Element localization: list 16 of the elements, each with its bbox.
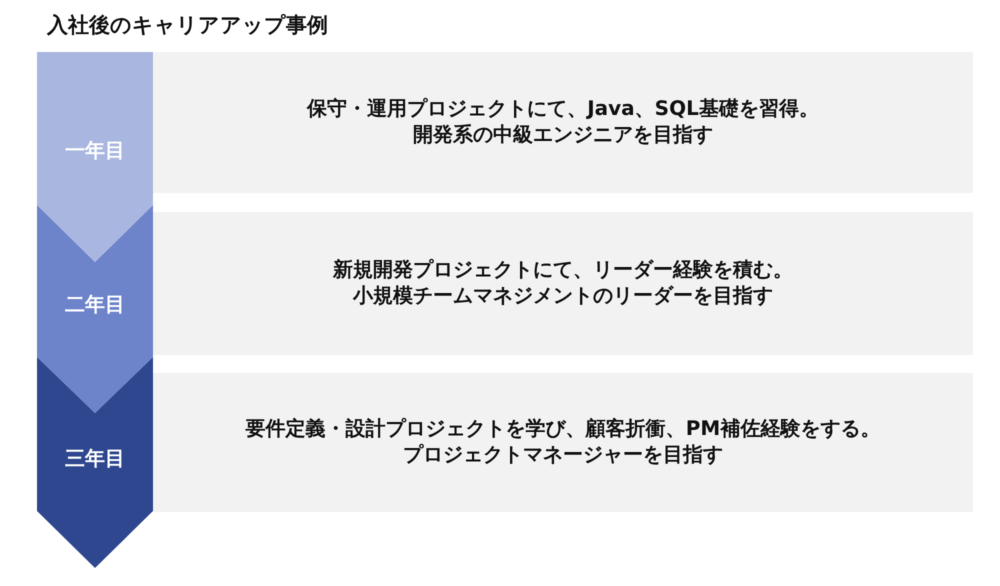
description-text: 小規模チームマネジメントのリーダーを目指す xyxy=(353,282,773,308)
description-panel xyxy=(153,52,973,193)
description-text: 開発系の中級エンジニアを目指す xyxy=(413,120,713,146)
description-panel xyxy=(153,373,973,512)
year-label: 三年目 xyxy=(65,446,125,470)
year-label: 二年目 xyxy=(65,292,125,316)
description-text: 保守・運用プロジェクトにて、Java、SQL基礎を習得。 xyxy=(307,94,819,120)
description-panel xyxy=(153,212,973,355)
chevron-arrowhead xyxy=(37,205,153,262)
description-text: プロジェクトマネージャーを目指す xyxy=(403,440,723,466)
description-text: 新規開発プロジェクトにて、リーダー経験を積む。 xyxy=(333,256,793,282)
year-label: 一年目 xyxy=(65,138,125,162)
chevron-arrowhead xyxy=(37,357,153,413)
diagram-title: 入社後のキャリアアップ事例 xyxy=(47,12,328,39)
chevron-arrowhead xyxy=(37,511,153,568)
description-text: 要件定義・設計プロジェクトを学び、顧客折衝、PM補佐経験をする。 xyxy=(246,414,880,440)
